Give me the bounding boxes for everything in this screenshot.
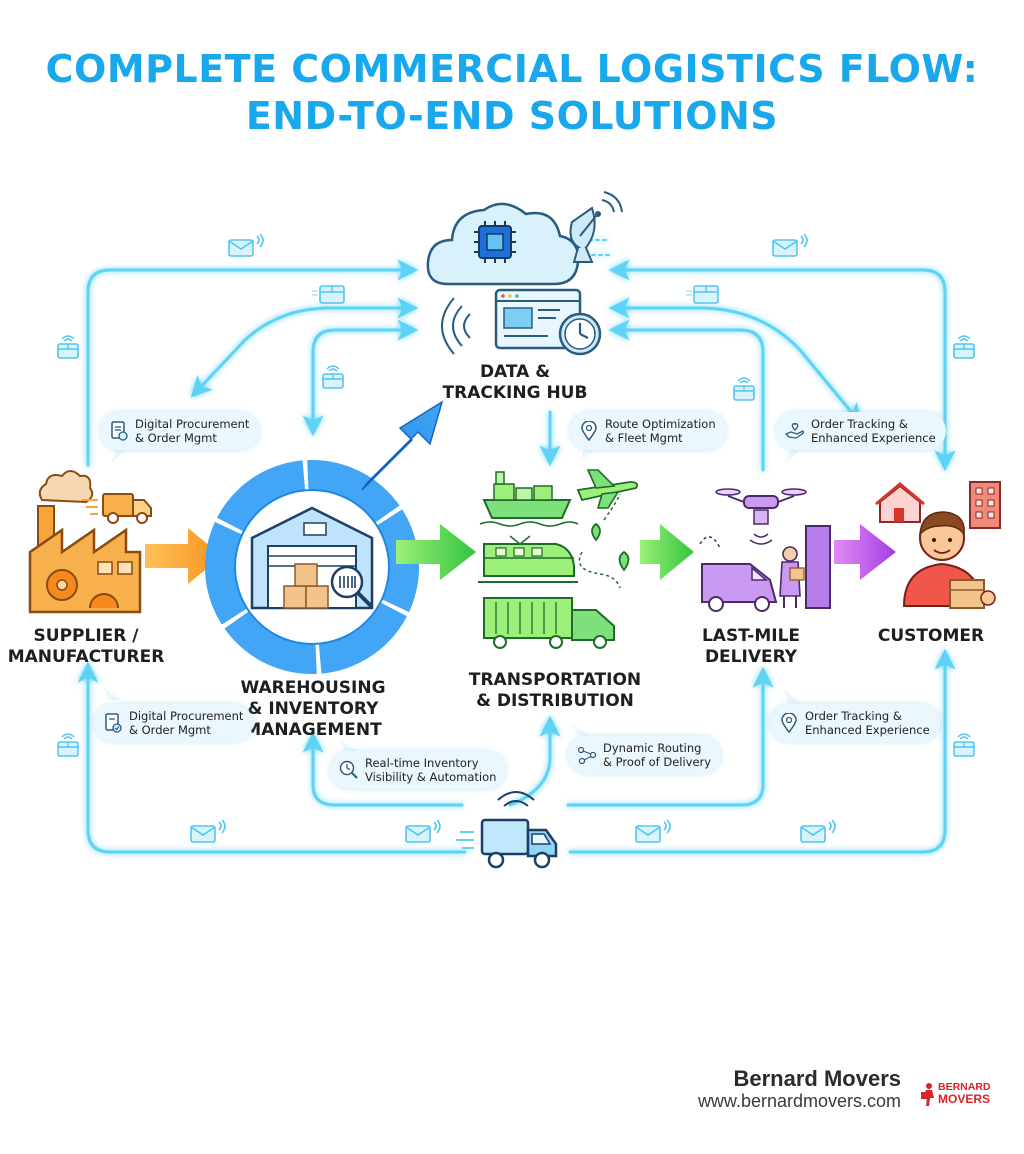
node-label-line: MANUFACTURER (7, 647, 165, 667)
box-icon (953, 733, 975, 757)
document-icon (108, 420, 130, 442)
building-icon (969, 481, 1001, 529)
train-icon (478, 535, 578, 583)
drone-icon (715, 488, 807, 545)
node-label-line: & DISTRIBUTION (476, 691, 634, 711)
node-label-line: DELIVERY (704, 647, 798, 667)
page-title-line-1: COMPLETE COMMERCIAL LOGISTICS FLOW: (45, 47, 979, 91)
box-icon (953, 335, 975, 359)
bubble-tails (104, 448, 802, 752)
envelope-icon (635, 820, 671, 843)
bubble-text-line: Dynamic Routing (603, 741, 702, 755)
node-label-line: DATA & (479, 362, 551, 382)
bubble-text-line: Order Tracking & (805, 709, 902, 723)
bubble-text-line: Real-time Inventory (365, 756, 479, 770)
route-pins-icon (578, 493, 630, 589)
node-label-line: & INVENTORY (247, 699, 379, 719)
bubble-text-line: Digital Procurement (135, 417, 250, 431)
envelope-icon (228, 234, 264, 257)
brand-logo: BERNARD MOVERS (921, 1081, 991, 1106)
bubble-procurement-bottom: Digital Procurement & Order Mgmt (94, 704, 254, 742)
box-icon (57, 335, 79, 359)
bubble-tracking-bottom: Order Tracking & Enhanced Experience (770, 704, 940, 742)
flow-arrow-green (396, 524, 476, 580)
delivery-van-icon (699, 536, 778, 612)
bubble-text-line: & Proof of Delivery (603, 755, 712, 769)
package-icon (312, 285, 345, 304)
node-label-line: WAREHOUSING (240, 678, 386, 698)
cargo-ship-icon (479, 471, 579, 527)
package-icon (686, 285, 719, 304)
delivery-truck-icon (82, 493, 152, 524)
bubble-text-line: Visibility & Automation (365, 770, 497, 784)
location-pin-icon (778, 712, 800, 734)
bubble-procurement-top: Digital Procurement & Order Mgmt (100, 412, 260, 450)
brand-url[interactable]: www.bernardmovers.com (697, 1091, 901, 1111)
node-label-line: TRACKING HUB (442, 383, 588, 403)
bubble-text-line: Enhanced Experience (811, 431, 936, 445)
box-icon (57, 733, 79, 757)
node-label-line: TRANSPORTATION (468, 670, 642, 690)
node-label-customer: CUSTOMER (876, 626, 986, 647)
bubble-text-line: & Order Mgmt (129, 723, 211, 737)
flow-arrow-green-2 (640, 524, 694, 580)
route-nodes-icon (576, 744, 598, 766)
clock-search-icon (338, 759, 360, 781)
barcode-magnifier-icon (330, 565, 372, 607)
courier-door-icon (779, 525, 831, 609)
hand-heart-icon (784, 420, 806, 442)
location-pin-icon (578, 420, 600, 442)
envelope-icon (405, 820, 441, 843)
satellite-dish-icon (569, 191, 623, 263)
node-label-line: LAST-MILE (701, 626, 801, 646)
flow-arrow-orange (145, 528, 222, 584)
house-icon (875, 482, 925, 523)
bubble-route-top: Route Optimization & Fleet Mgmt (570, 412, 726, 450)
node-label-last-mile: LAST-MILE DELIVERY (686, 626, 816, 668)
bubble-text-line: Route Optimization (605, 417, 716, 431)
node-label-hub: DATA & TRACKING HUB (430, 362, 600, 404)
container-truck-icon (483, 597, 615, 649)
node-label-line: MANAGEMENT (244, 720, 382, 740)
airplane-icon (576, 469, 639, 509)
brand-logo-line-1: BERNARD (938, 1081, 991, 1093)
fleet-truck-icon (456, 791, 558, 869)
envelope-icon (190, 820, 226, 843)
bubble-text-line: Digital Procurement (129, 709, 244, 723)
customer-person-icon (902, 511, 996, 609)
node-label-supplier: SUPPLIER / MANUFACTURER (6, 626, 166, 668)
bubble-text-line: & Fleet Mgmt (605, 431, 683, 445)
page-title-line-2: END-TO-END SOLUTIONS (245, 94, 779, 138)
mover-figure-icon (921, 1083, 934, 1106)
bubble-routing-bottom: Dynamic Routing & Proof of Delivery (568, 736, 722, 774)
bubble-text-line: Enhanced Experience (805, 723, 930, 737)
growth-arrow (361, 400, 444, 491)
bubble-text-line: & Order Mgmt (135, 431, 217, 445)
node-label-warehousing: WAREHOUSING & INVENTORY MANAGEMENT (228, 678, 398, 741)
node-label-line: SUPPLIER / (33, 626, 139, 646)
brand-name: Bernard Movers (733, 1066, 901, 1091)
cloud-hub-icon (426, 202, 580, 286)
box-icon (322, 365, 344, 389)
bubble-tracking-top: Order Tracking & Enhanced Experience (776, 412, 946, 450)
document-check-icon (102, 712, 124, 734)
bubble-text-line: Order Tracking & (811, 417, 908, 431)
envelope-icon (800, 820, 836, 843)
flow-arrow-purple (834, 524, 896, 580)
envelope-icon (772, 234, 808, 257)
box-icon (733, 377, 755, 401)
factory-icon (28, 470, 142, 614)
node-label-line: CUSTOMER (877, 626, 985, 646)
bubble-inventory-bottom: Real-time Inventory Visibility & Automat… (330, 751, 507, 789)
node-label-transportation: TRANSPORTATION & DISTRIBUTION (460, 670, 650, 712)
dashboard-window-icon (441, 288, 582, 355)
brand-logo-line-2: MOVERS (938, 1092, 990, 1106)
clock-icon (558, 312, 602, 356)
